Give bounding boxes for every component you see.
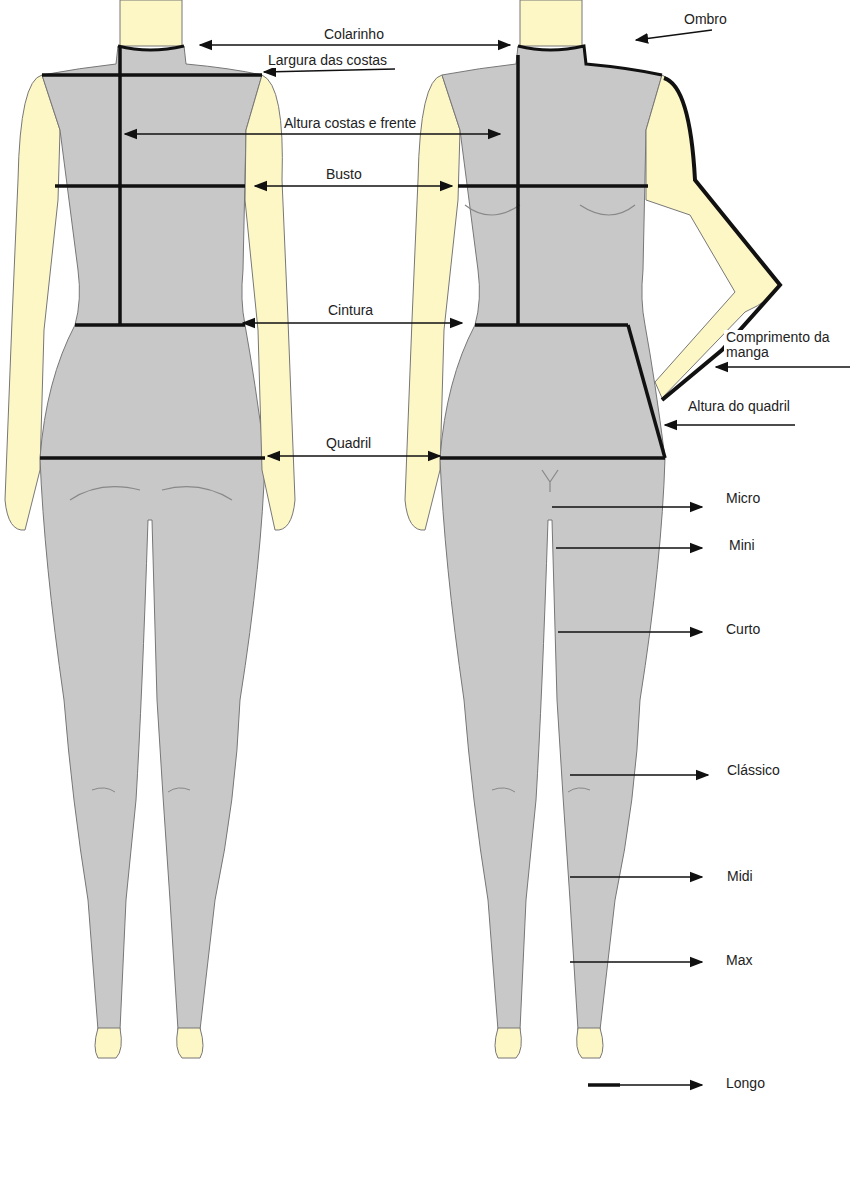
- measure-label: Longo: [724, 1075, 767, 1091]
- measure-label: Micro: [724, 490, 762, 506]
- measure-label: Mini: [727, 537, 757, 553]
- measure-label: Midi: [725, 868, 755, 884]
- measure-label: Comprimento da manga: [724, 330, 838, 360]
- measure-label: Max: [724, 952, 754, 968]
- measure-label: Quadril: [324, 435, 373, 451]
- measure-label: Ombro: [682, 11, 729, 27]
- measure-label: Colarinho: [322, 26, 386, 42]
- measure-label: Largura das costas: [266, 52, 389, 68]
- measure-label: Busto: [324, 166, 364, 182]
- measure-label: Altura costas e frente: [282, 115, 418, 131]
- measure-label: Cintura: [326, 302, 375, 318]
- measure-label: Curto: [724, 621, 762, 637]
- measure-label: Clássico: [725, 762, 782, 778]
- measure-label: Altura do quadril: [686, 398, 792, 414]
